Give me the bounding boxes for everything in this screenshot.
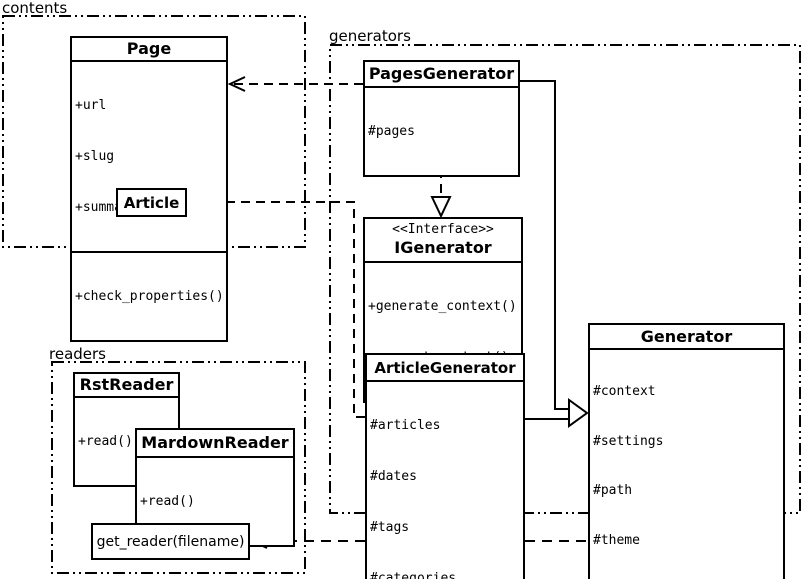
method: +read() (140, 494, 195, 509)
attribute: #dates (370, 469, 417, 484)
generators-package-border (329, 44, 801, 514)
class-title-igenerator: <<Interface>> IGenerator (365, 219, 521, 263)
attribute: +url (75, 98, 107, 113)
class-attributes-page: +url +slug +summary (72, 62, 226, 253)
class-title-article: Article (123, 193, 180, 212)
readers-package-label: readers (49, 345, 106, 363)
class-title-generator: Generator (590, 325, 783, 350)
function-box-get-reader: get_reader(filename) (91, 523, 250, 560)
class-box-pagesgenerator: PagesGenerator #pages (363, 60, 520, 177)
class-attributes-generator: #context #settings #path #theme #output_… (590, 350, 783, 579)
method: +generate_context() (368, 299, 517, 314)
generators-package-label: generators (329, 27, 411, 45)
attribute: #path (593, 483, 633, 498)
pagesgenerator-to-igenerator-realization-triangle (430, 196, 452, 219)
method: +read() (78, 434, 133, 449)
attribute: +slug (75, 149, 115, 164)
attribute: #tags (370, 520, 410, 535)
readers-package-border (51, 361, 306, 574)
class-attributes-articlegenerator: #articles #dates #tags #categories (367, 382, 523, 579)
pagesgenerator-to-generator-generalization-line (520, 80, 569, 410)
articlegenerator-to-article-dependency-line (191, 201, 365, 418)
attribute: #theme (593, 532, 640, 548)
class-title-igenerator-text: IGenerator (394, 238, 492, 257)
contents-package-label: contents (2, 0, 68, 17)
class-methods-rstreader: +read() (75, 398, 178, 485)
pagesgenerator-to-page-dependency-arrowhead (227, 76, 246, 92)
class-title-rstreader: RstReader (75, 374, 178, 398)
class-methods-page: +check_properties() (72, 253, 226, 340)
attribute: #pages (368, 124, 415, 139)
class-attributes-pagesgenerator: #pages (365, 88, 518, 175)
class-title-mardownreader: MardownReader (137, 430, 293, 458)
class-box-article: Article (116, 188, 187, 217)
generator-generalization-triangle (568, 398, 589, 428)
class-box-generator: Generator #context #settings #path #them… (588, 323, 785, 579)
attribute: #context (593, 384, 656, 399)
attribute: #articles (370, 418, 441, 433)
attribute: #settings (593, 433, 664, 449)
class-title-page: Page (72, 38, 226, 62)
attribute: #categories (370, 571, 457, 579)
interface-stereotype: <<Interface>> (392, 222, 494, 237)
method: +check_properties() (75, 289, 224, 304)
class-box-articlegenerator: ArticleGenerator #articles #dates #tags … (365, 353, 525, 579)
class-title-pagesgenerator: PagesGenerator (365, 62, 518, 88)
class-title-articlegenerator: ArticleGenerator (367, 355, 523, 382)
class-methods-mardownreader: +read() (137, 458, 293, 545)
